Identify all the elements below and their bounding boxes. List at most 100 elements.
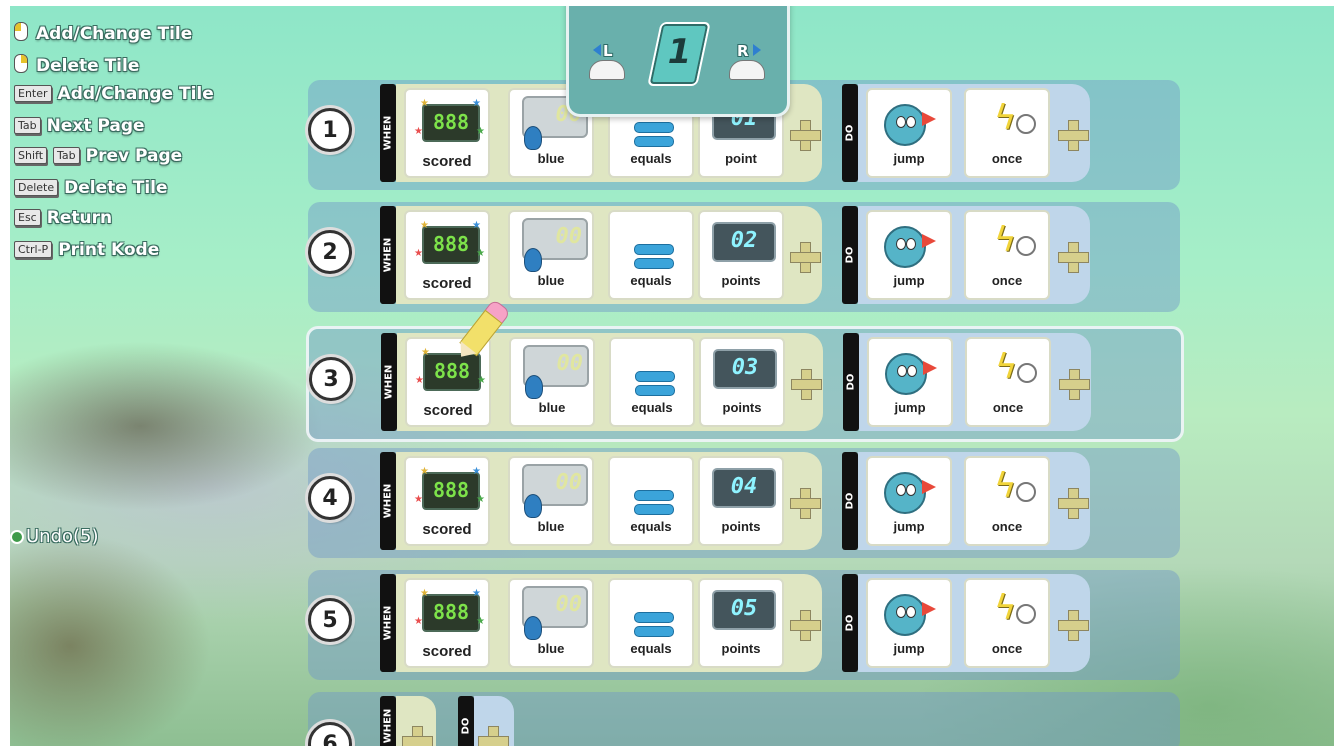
add-when-tile-button[interactable] [790,242,821,273]
eye [906,606,916,618]
scoreboard-icon: 888 [422,594,480,632]
equals-icon [634,626,674,637]
star-icon: ★ [476,126,485,137]
tile-scored[interactable]: 888★★★★scored [404,456,490,546]
jump-icon [884,472,926,514]
blue-team-icon [524,494,542,518]
star-icon: ★ [414,616,423,627]
do-text: DO [844,246,856,264]
when-label: WHEN [380,452,396,550]
eye [906,484,916,496]
add-when-tile-button[interactable] [791,369,822,400]
tile-label: equals [630,151,672,166]
tile-label: points [722,400,762,415]
rule-number-badge[interactable]: 3 [309,357,353,401]
add-do-tile-button[interactable] [1058,488,1089,519]
page-left-arrow-icon [593,44,601,56]
help-row: Add/Change Tile [14,22,192,44]
tile-label: once [991,151,1023,166]
add-do-tile-button[interactable] [1058,610,1089,641]
star-icon: ★ [420,466,429,477]
arrow-icon [922,112,936,126]
tile-scored[interactable]: 888★★★★scored [405,337,491,427]
tile-label: blue [538,400,566,415]
star-icon: ★ [476,616,485,627]
rule-number-badge[interactable]: 4 [308,476,352,520]
tile-jump[interactable]: jump [866,88,952,178]
tile-scored[interactable]: 888★★★★scored [404,210,490,300]
add-when-tile-button[interactable] [790,488,821,519]
add-when-tile-button[interactable] [790,610,821,641]
add-do-tile-button[interactable] [1058,120,1089,151]
tile-jump[interactable]: jump [867,337,953,427]
rule-number-badge[interactable]: 5 [308,598,352,642]
jump-icon [884,594,926,636]
star-icon: ★ [476,248,485,259]
tile-jump[interactable]: jump [866,210,952,300]
clock-icon [1016,236,1036,256]
tile-jump[interactable]: jump [866,578,952,668]
add-do-tile-button[interactable] [478,726,509,746]
tile-scored[interactable]: 888★★★★scored [404,578,490,668]
tile-equals[interactable]: equals [608,578,694,668]
tile-equals[interactable]: equals [609,337,695,427]
points-display-icon: 05 [712,590,776,630]
tile-equals[interactable]: equals [608,456,694,546]
when-text: WHEN [382,605,394,641]
do-text: DO [845,373,857,391]
eye [896,116,906,128]
tile-jump[interactable]: jump [866,456,952,546]
lightning-icon: ϟ [995,347,1018,387]
page-right-bumper[interactable] [729,60,765,80]
do-label: DO [843,333,859,431]
points-display-icon: 02 [712,222,776,262]
lightning-icon: ϟ [994,220,1017,260]
tile-label: scored [422,521,472,538]
rule-number-badge[interactable]: 2 [308,230,352,274]
equals-icon [634,490,674,501]
star-icon: ★ [414,126,423,137]
do-label: DO [458,696,474,746]
when-label: WHEN [380,574,396,672]
page-left-bumper[interactable] [589,60,625,80]
help-label: Prev Page [85,146,183,166]
rule-number-badge[interactable]: 1 [308,108,352,152]
do-text: DO [844,614,856,632]
undo-label: Undo(5) [26,526,99,547]
add-when-tile-button[interactable] [402,726,433,746]
tile-scored[interactable]: 888★★★★scored [404,88,490,178]
key-cap: Esc [14,209,41,226]
tile-equals[interactable]: equals [608,210,694,300]
key-cap: Delete [14,179,59,196]
star-icon: ★ [477,375,486,386]
tile-label: equals [630,519,672,534]
star-icon: ★ [415,375,424,386]
do-text: DO [844,492,856,510]
tile-label: once [991,641,1023,656]
add-do-tile-button[interactable] [1059,369,1090,400]
rule-row[interactable]: 3WHEN888★★★★scored00blueequals03pointsDO… [306,326,1184,442]
when-text: WHEN [382,483,394,519]
undo-button[interactable]: Undo(5) [10,526,99,547]
rule-number-badge[interactable]: 6 [308,722,352,746]
add-when-tile-button[interactable] [790,120,821,151]
add-do-tile-button[interactable] [1058,242,1089,273]
